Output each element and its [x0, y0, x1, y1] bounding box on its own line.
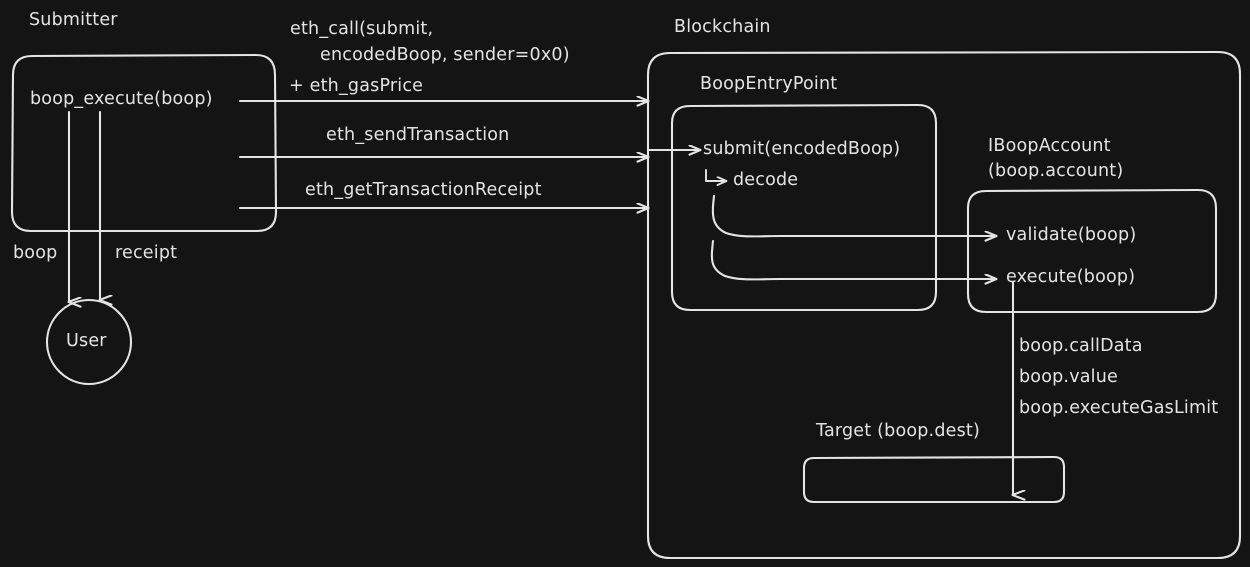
edge-label-eth-send-transaction: eth_sendTransaction — [326, 125, 510, 145]
iboop-account-container — [966, 188, 1218, 314]
execute-param-label-value: boop.value — [1019, 367, 1118, 387]
edge-label-eth-call-line3: + eth_gasPrice — [289, 76, 424, 96]
boop-entry-point-container — [670, 103, 938, 312]
execute-param-label-gaslimit: boop.executeGasLimit — [1019, 398, 1219, 418]
entry-decode-label: decode — [733, 170, 799, 190]
user-node-label: User — [66, 331, 107, 351]
target-container — [802, 455, 1066, 504]
edge-label-receipt: receipt — [115, 243, 178, 263]
edge-label-eth-call-line2: encodedBoop, sender=0x0) — [320, 45, 570, 65]
blockchain-group-label: Blockchain — [674, 17, 771, 37]
account-validate-label: validate(boop) — [1006, 225, 1137, 245]
edge-label-boop: boop — [13, 243, 58, 263]
submitter-group-label: Submitter — [29, 10, 118, 30]
submitter-container — [10, 53, 278, 233]
submitter-method-label: boop_execute(boop) — [30, 89, 213, 109]
edge-label-eth-call-line1: eth_call(submit, — [290, 19, 434, 39]
edge-entrypoint-to-execute — [710, 239, 996, 279]
execute-param-label-calldata: boop.callData — [1019, 336, 1143, 356]
edge-entrypoint-to-validate — [711, 194, 996, 236]
account-execute-label: execute(boop) — [1006, 267, 1136, 287]
iboop-account-group-label-line2: (boop.account) — [988, 161, 1124, 181]
target-group-label: Target (boop.dest) — [816, 421, 981, 441]
decode-elbow-arrow — [705, 169, 726, 181]
iboop-account-group-label-line1: IBoopAccount — [988, 136, 1111, 156]
boop-entry-point-group-label: BoopEntryPoint — [700, 74, 838, 94]
edge-label-eth-get-transaction-receipt: eth_getTransactionReceipt — [305, 180, 542, 200]
user-node — [45, 298, 133, 386]
blockchain-container — [646, 50, 1242, 560]
entry-submit-label: submit(encodedBoop) — [703, 139, 901, 159]
